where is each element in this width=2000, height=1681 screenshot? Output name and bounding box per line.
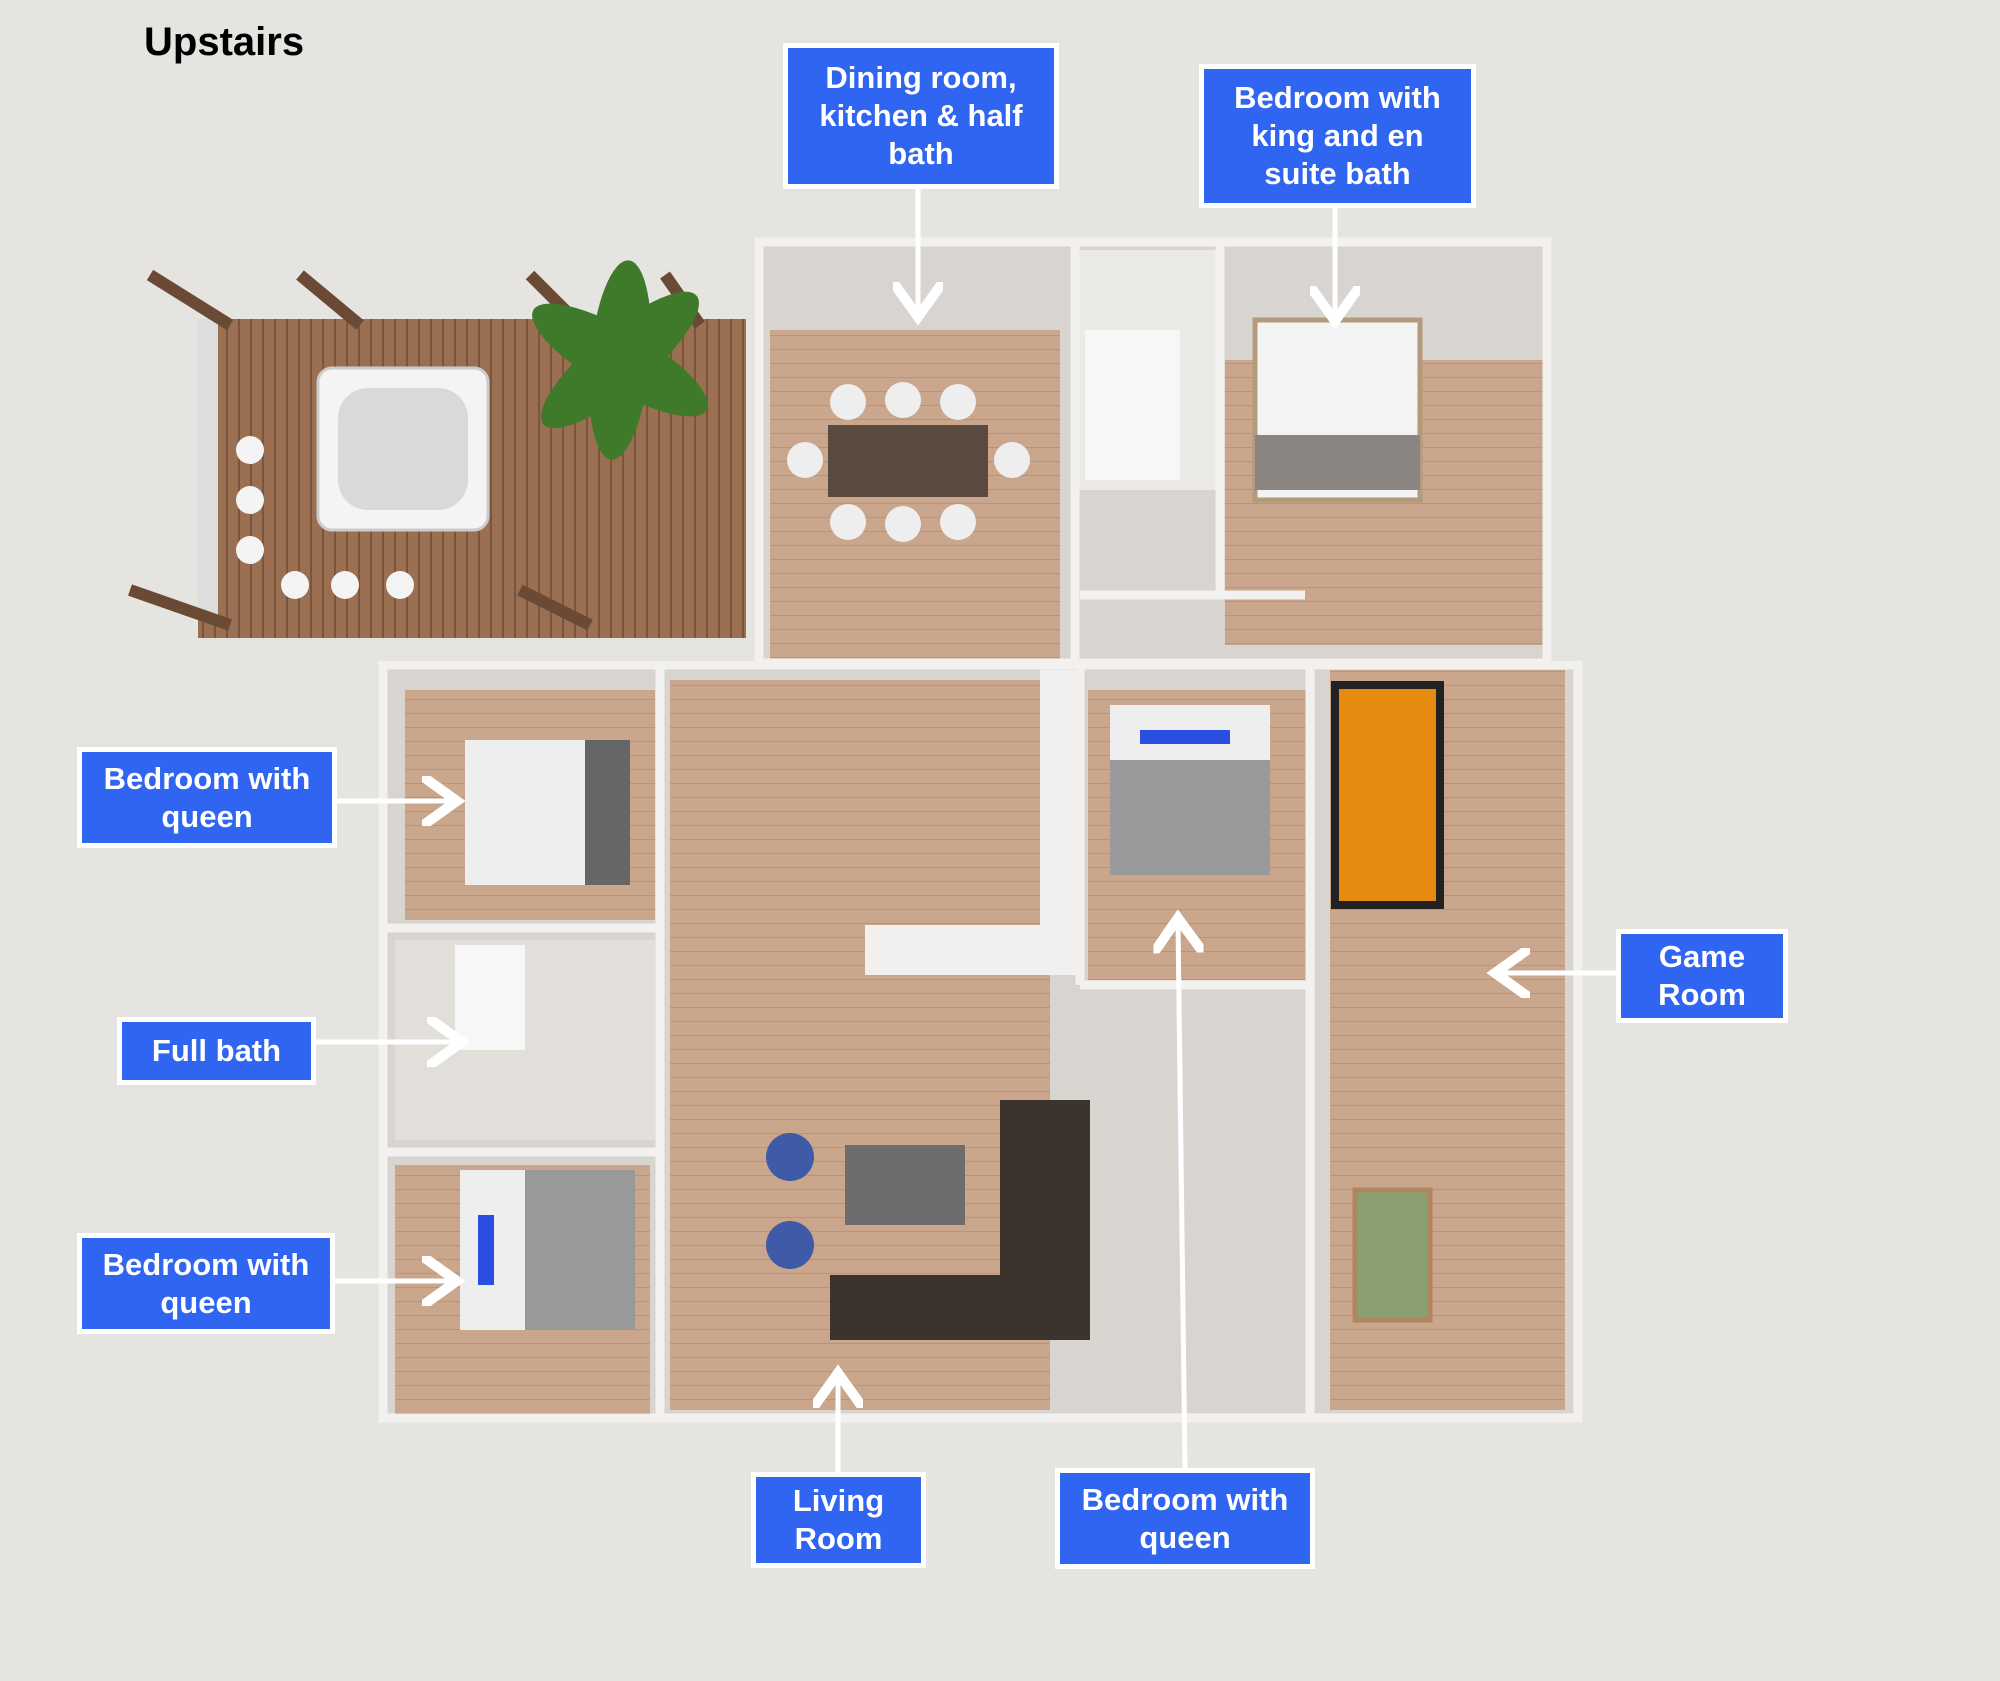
label-queen-bedroom-center: Bedroom with queen (1055, 1468, 1315, 1569)
building (378, 237, 1583, 1423)
foosball-table (1352, 1187, 1433, 1323)
label-king-bedroom: Bedroom with king and en suite bath (1199, 64, 1476, 208)
kitchen-counter (1040, 670, 1076, 975)
label-queen-bedroom-left-top: Bedroom with queen (77, 747, 337, 848)
kitchen-island (865, 925, 1070, 975)
arcade-machine (1331, 681, 1444, 909)
deck (128, 260, 746, 638)
coffee-table (845, 1145, 965, 1225)
label-dining-kitchen: Dining room, kitchen & half bath (783, 43, 1059, 189)
bathtub (455, 945, 525, 1050)
label-living-room: Living Room (751, 1472, 926, 1568)
sofa (830, 1100, 1090, 1340)
label-queen-bedroom-left-bottom: Bedroom with queen (77, 1233, 335, 1334)
label-arrows (316, 189, 1616, 1472)
label-full-bath: Full bath (117, 1017, 316, 1085)
dining-table (828, 425, 988, 497)
palm-tree (532, 260, 708, 460)
shower (1085, 330, 1180, 480)
page-title: Upstairs (144, 20, 305, 64)
label-game-room: Game Room (1616, 929, 1788, 1023)
